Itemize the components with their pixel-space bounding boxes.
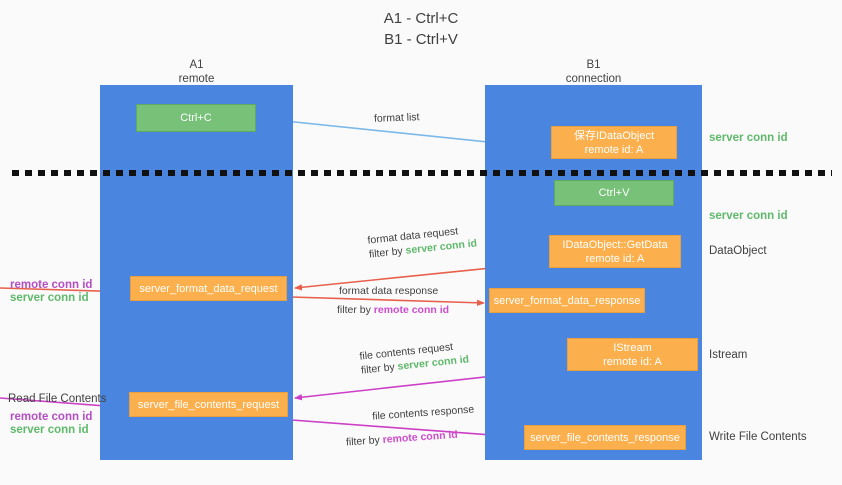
- box-server-file-contents-request-line1: server_file_contents_request: [137, 398, 280, 411]
- edge-label-format-list: format list: [374, 110, 420, 126]
- box-server-file-contents-request: server_file_contents_request: [129, 392, 288, 417]
- edge-label-format-data-request-prefix: filter by: [368, 244, 407, 261]
- phase-divider: [12, 170, 832, 176]
- box-ctrl-v: Ctrl+V: [554, 180, 674, 206]
- box-server-format-data-request-line1: server_format_data_request: [139, 282, 278, 295]
- box-save-idataobject-line2: remote id: A: [584, 143, 644, 156]
- box-server-format-data-response-line1: server_format_data_response: [493, 294, 641, 307]
- box-idataobject-getdata-line1: IDataObject::GetData: [562, 238, 668, 251]
- box-istream: IStream remote id: A: [567, 338, 698, 371]
- page-title: A1 - Ctrl+C B1 - Ctrl+V: [383, 10, 459, 48]
- lane-a1-name: A1: [189, 59, 204, 71]
- box-server-file-contents-response: server_file_contents_response: [524, 425, 686, 450]
- box-server-file-contents-response-line1: server_file_contents_response: [530, 431, 680, 444]
- box-ctrl-v-line1: Ctrl+V: [598, 187, 630, 199]
- box-ctrl-c-line1: Ctrl+C: [180, 112, 212, 124]
- label-server-conn-id-upper: server conn id: [10, 292, 89, 304]
- edge-label-format-data-response: format data response filter by remote co…: [337, 284, 449, 317]
- lane-a1-sub: remote: [178, 73, 215, 85]
- label-server-conn-id-second: server conn id: [709, 210, 788, 222]
- box-idataobject-getdata: IDataObject::GetData remote id: A: [549, 235, 681, 268]
- edge-label-format-data-response-prefix: filter by: [337, 304, 374, 316]
- label-write-file-contents: Write File Contents: [709, 431, 807, 443]
- label-istream: Istream: [709, 349, 748, 361]
- edge-label-format-data-response-key: remote conn id: [373, 304, 450, 316]
- lane-a1-header: A1 remote: [100, 58, 293, 86]
- box-istream-line1: IStream: [613, 341, 652, 354]
- box-idataobject-getdata-line2: remote id: A: [585, 252, 645, 265]
- box-save-idataobject-line1: 保存IDataObject: [573, 129, 655, 142]
- label-server-conn-id-lower: server conn id: [10, 424, 89, 436]
- label-remote-conn-id-upper: remote conn id: [10, 279, 93, 291]
- box-save-idataobject: 保存IDataObject remote id: A: [551, 126, 677, 159]
- edge-label-file-contents-request-prefix: filter by: [360, 360, 399, 377]
- lane-b1-name: B1: [586, 59, 601, 71]
- label-dataobject: DataObject: [709, 245, 767, 257]
- box-istream-line2: remote id: A: [603, 355, 662, 368]
- label-server-conn-id-top: server conn id: [709, 132, 788, 144]
- edge-label-format-data-response-line1: format data response: [339, 285, 439, 297]
- lane-b1-header: B1 connection: [485, 58, 702, 86]
- edge-label-file-contents-response-prefix: filter by: [345, 433, 384, 449]
- label-remote-conn-id-lower: remote conn id: [10, 411, 93, 423]
- lane-b1-sub: connection: [565, 73, 622, 85]
- edge-label-format-list-text: format list: [373, 111, 420, 125]
- box-ctrl-c: Ctrl+C: [136, 104, 256, 132]
- label-read-file-contents: Read File Contents: [8, 393, 107, 405]
- box-server-format-data-response: server_format_data_response: [489, 288, 645, 313]
- edge-label-format-data-response-line2: filter by remote conn id: [337, 303, 449, 317]
- box-server-format-data-request: server_format_data_request: [130, 276, 287, 301]
